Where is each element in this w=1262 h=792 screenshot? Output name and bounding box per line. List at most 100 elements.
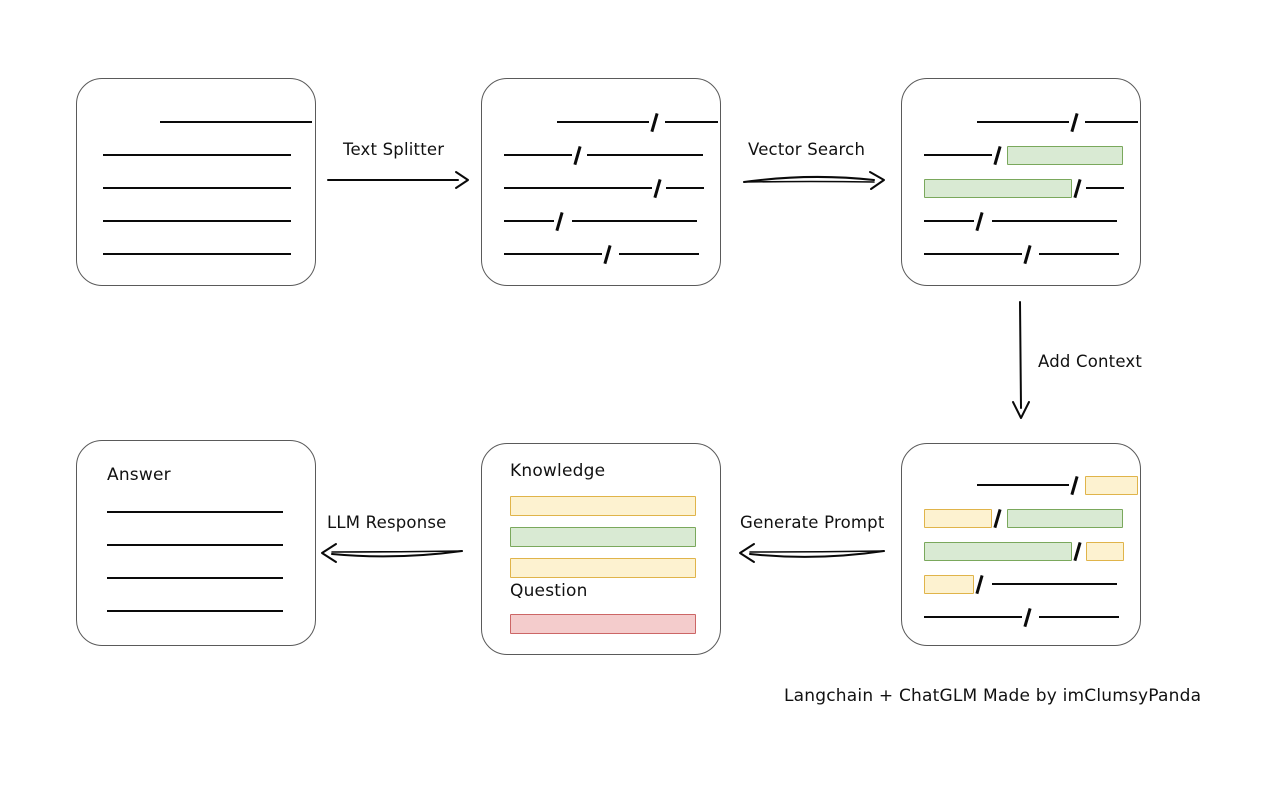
text-line <box>504 220 554 222</box>
text-line <box>504 253 602 255</box>
edge-llm-response: LLM Response <box>321 513 477 563</box>
slash-separator <box>992 509 1003 528</box>
prompt-bar-yellow <box>510 496 696 516</box>
line-indent <box>924 485 977 486</box>
document-line <box>902 540 1140 562</box>
text-line <box>924 616 1022 618</box>
question-label: Question <box>510 581 588 601</box>
knowledge-label: Knowledge <box>510 461 606 481</box>
prompt-bar-yellow <box>510 558 696 578</box>
slash-separator <box>1022 608 1033 627</box>
document-line <box>902 573 1140 595</box>
answer-label: Answer <box>107 465 171 485</box>
context-document-box <box>901 443 1141 646</box>
text-line <box>103 187 291 189</box>
arrow-right-icon <box>743 171 885 190</box>
arrow-left-icon <box>739 543 885 563</box>
text-line <box>572 220 697 222</box>
arrow-left-icon <box>321 543 463 563</box>
text-line <box>665 121 718 123</box>
slash-separator <box>572 146 583 165</box>
edge-text-splitter-label: Text Splitter <box>343 140 445 159</box>
chunk-highlight-yellow <box>1085 475 1138 495</box>
prompt-box: Knowledge Question <box>481 443 721 655</box>
chunk-highlight-green <box>924 178 1072 198</box>
document-line <box>902 111 1140 133</box>
slash-separator <box>554 212 565 231</box>
chunk-highlight-green <box>1007 145 1123 165</box>
slash-separator <box>1072 542 1083 561</box>
document-line <box>77 243 315 265</box>
text-line <box>504 187 652 189</box>
text-line <box>160 121 312 123</box>
text-line <box>977 121 1069 123</box>
slash-separator <box>974 212 985 231</box>
context-document-lines <box>902 444 1140 645</box>
text-line <box>1039 253 1119 255</box>
text-line <box>619 253 699 255</box>
text-line <box>977 484 1069 486</box>
text-line <box>924 154 992 156</box>
text-line <box>103 253 291 255</box>
edge-vector-search: Vector Search <box>742 140 892 190</box>
text-line <box>557 121 649 123</box>
text-line <box>924 220 974 222</box>
document-line <box>482 144 720 166</box>
prompt-bar-green <box>510 527 696 547</box>
edge-llm-response-label: LLM Response <box>327 513 447 532</box>
slash-separator <box>1069 476 1080 495</box>
document-line <box>902 177 1140 199</box>
edge-vector-search-label: Vector Search <box>748 140 866 159</box>
slash-separator <box>1069 113 1080 132</box>
text-line <box>666 187 704 189</box>
matched-document-lines <box>902 79 1140 285</box>
chunk-highlight-yellow <box>1086 541 1124 561</box>
chunk-highlight-yellow <box>924 508 992 528</box>
slash-separator <box>1072 179 1083 198</box>
text-line <box>992 583 1117 585</box>
source-document-box <box>76 78 316 286</box>
chunk-highlight-green <box>924 541 1072 561</box>
slash-separator <box>992 146 1003 165</box>
text-line <box>103 154 291 156</box>
slash-separator <box>602 245 613 264</box>
text-line <box>103 220 291 222</box>
slash-separator <box>649 113 660 132</box>
answer-line <box>107 544 283 546</box>
slash-separator <box>974 575 985 594</box>
answer-line <box>107 610 283 612</box>
arrow-down-icon <box>1012 301 1030 419</box>
prompt-bar-red <box>510 614 696 634</box>
chunk-highlight-yellow <box>924 574 974 594</box>
answer-box: Answer <box>76 440 316 646</box>
document-line <box>482 177 720 199</box>
slash-separator <box>1022 245 1033 264</box>
document-line <box>902 243 1140 265</box>
document-line <box>482 111 720 133</box>
slash-separator <box>652 179 663 198</box>
text-line <box>924 253 1022 255</box>
line-indent <box>565 221 572 222</box>
document-line <box>77 210 315 232</box>
edge-generate-prompt: Generate Prompt <box>738 513 893 563</box>
text-line <box>587 154 703 156</box>
split-document-box <box>481 78 721 286</box>
text-line <box>992 220 1117 222</box>
text-line <box>1085 121 1138 123</box>
document-line <box>77 111 315 133</box>
edge-add-context-label: Add Context <box>1038 352 1143 371</box>
source-document-lines <box>77 79 315 285</box>
edge-add-context: Add Context <box>1000 300 1180 425</box>
document-line <box>77 144 315 166</box>
answer-line <box>107 577 283 579</box>
line-indent <box>504 122 557 123</box>
line-indent <box>985 584 992 585</box>
answer-line <box>107 511 283 513</box>
chunk-highlight-green <box>1007 508 1123 528</box>
text-line <box>504 154 572 156</box>
split-document-lines <box>482 79 720 285</box>
line-indent <box>924 122 977 123</box>
document-line <box>482 243 720 265</box>
document-line <box>482 210 720 232</box>
edge-generate-prompt-label: Generate Prompt <box>740 513 885 532</box>
